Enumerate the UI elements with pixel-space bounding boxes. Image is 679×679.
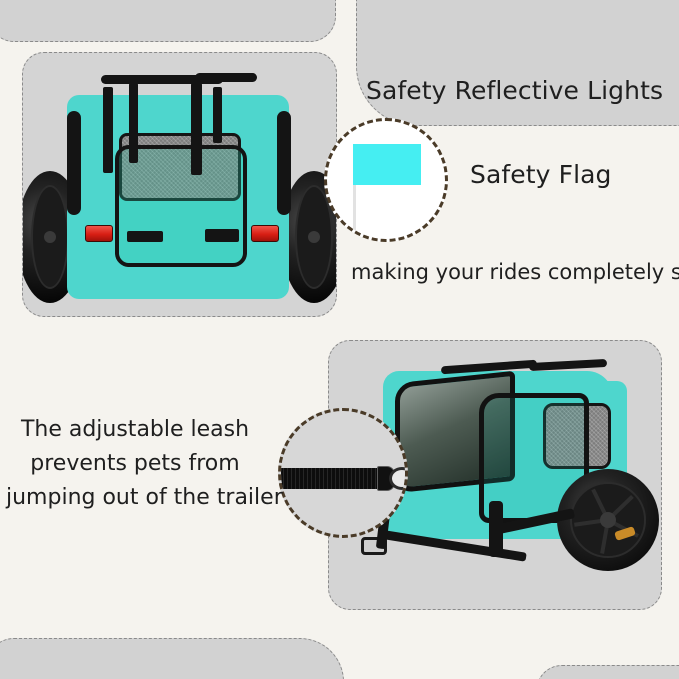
trailer-side-handle-rear	[528, 358, 608, 372]
reflective-lights-title: Safety Reflective Lights	[366, 76, 664, 105]
leash-caption: The adjustable leash prevents pets from …	[6, 413, 283, 515]
bleed-panel-top-right	[356, 0, 679, 126]
trailer-side-mesh-window	[543, 403, 611, 469]
product-photo-rear-view	[22, 52, 337, 317]
adjustable-leash-callout	[278, 408, 408, 538]
trailer-axle-bracket	[489, 501, 503, 557]
leash-ring-icon	[389, 467, 405, 490]
bleed-panel-bottom-right	[536, 665, 679, 679]
safety-flag-icon	[353, 144, 421, 185]
safety-flag-callout	[324, 118, 448, 242]
safety-tagline: making your rides completely safe	[351, 260, 679, 284]
bleed-panel-bottom-left	[0, 638, 344, 679]
trailer-rear-door	[115, 145, 247, 267]
trailer-buckle-right	[205, 229, 239, 242]
trailer-strap-2	[129, 83, 138, 163]
leash-strap-icon	[281, 468, 383, 489]
trailer-handle-bar	[101, 75, 223, 84]
trailer-strap-3	[191, 83, 202, 175]
trailer-side-wheel	[557, 469, 659, 571]
reflector-light-left	[85, 225, 113, 242]
flag-pole-icon	[353, 144, 356, 239]
product-photo-side-view	[328, 340, 662, 610]
trailer-handle-loop	[195, 73, 257, 82]
trailer-frame-post-right	[277, 111, 291, 215]
trailer-frame-post-left	[67, 111, 81, 215]
trailer-buckle-left	[127, 231, 163, 242]
safety-flag-title: Safety Flag	[470, 160, 612, 189]
leash-caption-line-3: jumping out of the trailer	[6, 485, 283, 510]
reflector-light-right	[251, 225, 279, 242]
trailer-strap-1	[103, 87, 113, 173]
leash-caption-line-1: The adjustable leash	[20, 417, 250, 442]
leash-caption-line-2: prevents pets from	[30, 451, 240, 476]
trailer-strap-4	[213, 87, 222, 143]
bleed-panel-top-left	[0, 0, 336, 42]
